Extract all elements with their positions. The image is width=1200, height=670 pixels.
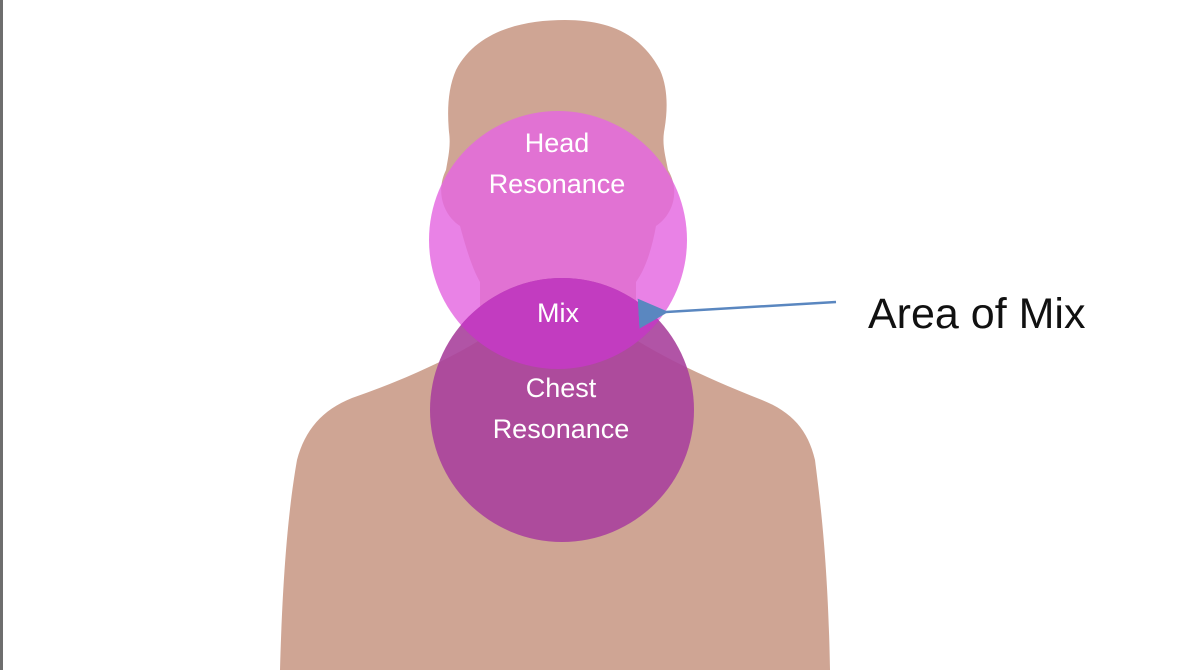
head-label-line1: Head	[525, 128, 590, 158]
callout-arrow	[637, 298, 837, 329]
mix-overlap-region	[430, 278, 687, 369]
frame-left-edge	[0, 0, 3, 670]
chest-label-line1: Chest	[526, 373, 597, 403]
chest-label-line2: Resonance	[493, 414, 630, 444]
mix-label: Mix	[537, 298, 579, 328]
callout-label: Area of Mix	[868, 290, 1086, 338]
head-label-line2: Resonance	[489, 169, 626, 199]
